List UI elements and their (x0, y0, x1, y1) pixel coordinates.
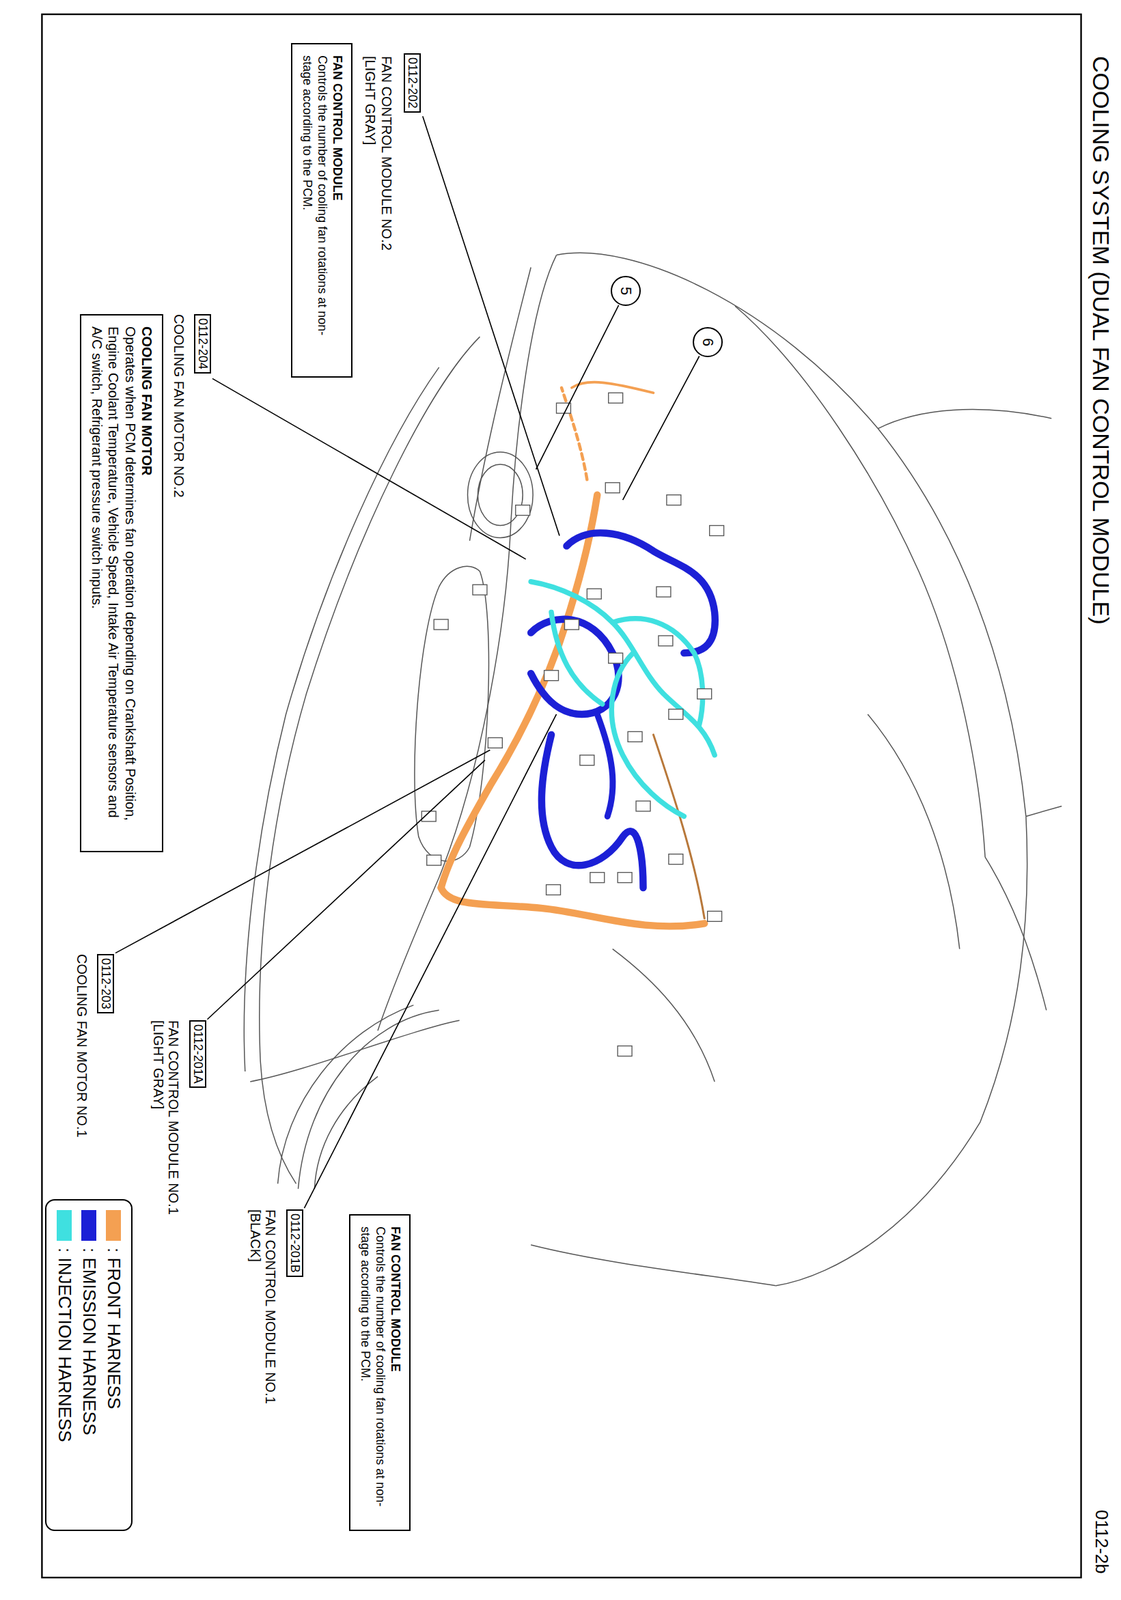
part-id: 0112-201A (190, 1024, 205, 1085)
part-id: 0112-201B (287, 1213, 302, 1274)
page-number: 0112-2b (1091, 1510, 1112, 1575)
part-name: COOLING FAN MOTOR NO.1 (74, 954, 90, 1139)
part-id: 0112-203 (98, 958, 113, 1010)
car-outline (243, 252, 1062, 1286)
description-box: FAN CONTROL MODULEControls the number of… (349, 1214, 411, 1532)
legend-row: : INJECTION HARNESS (51, 1210, 77, 1521)
legend-box: : FRONT HARNESS: EMISSION HARNESS: INJEC… (45, 1199, 133, 1532)
connector-color: [BLACK] (247, 1209, 264, 1263)
part-id-box: 0112-201B (286, 1209, 304, 1278)
part-id: 0112-204 (195, 318, 210, 370)
leader-lines (115, 116, 700, 1209)
box-heading: COOLING FAN MOTOR (138, 326, 156, 841)
box-body: Operates when PCM determines fan operati… (88, 326, 138, 841)
connector-color: [LIGHT GRAY] (150, 1020, 166, 1110)
callout-circle: 5 (610, 275, 641, 307)
part-name: FAN CONTROL MODULE NO.1 (263, 1209, 279, 1405)
part-id-box: 0112-204 (194, 314, 212, 374)
page-frame (41, 14, 1081, 1579)
part-id-box: 0112-201A (189, 1020, 207, 1089)
legend-row: : FRONT HARNESS (101, 1210, 126, 1521)
legend-text: : EMISSION HARNESS (78, 1248, 100, 1436)
page-title: COOLING SYSTEM (DUAL FAN CONTROL MODULE) (1087, 56, 1115, 625)
part-id: 0112-202 (405, 57, 420, 109)
part-id-box: 0112-203 (97, 954, 115, 1014)
legend-swatch (105, 1210, 121, 1242)
box-heading: FAN CONTROL MODULE (329, 55, 345, 366)
part-id-box: 0112-202 (403, 53, 421, 113)
callout-number: 6 (698, 338, 717, 347)
part-name: COOLING FAN MOTOR NO.2 (171, 314, 187, 498)
legend-swatch (56, 1210, 72, 1242)
legend-text: : FRONT HARNESS (103, 1248, 124, 1410)
part-name: FAN CONTROL MODULE NO.2 (379, 56, 395, 251)
legend-swatch (81, 1210, 97, 1242)
harness-connectors (421, 392, 724, 1057)
description-box: FAN CONTROL MODULEControls the number of… (291, 43, 353, 378)
harnesses (441, 382, 716, 927)
connector-color: [LIGHT GRAY] (362, 56, 378, 145)
callout-circle: 6 (692, 327, 723, 358)
callout-number: 5 (616, 286, 635, 296)
description-box: COOLING FAN MOTOROperates when PCM deter… (79, 314, 164, 853)
part-name: FAN CONTROL MODULE NO.1 (165, 1020, 182, 1216)
legend-text: : INJECTION HARNESS (53, 1248, 75, 1443)
legend-row: : EMISSION HARNESS (76, 1210, 102, 1521)
box-heading: FAN CONTROL MODULE (387, 1226, 403, 1520)
box-body: Controls the number of cooling fan rotat… (357, 1226, 388, 1520)
box-body: Controls the number of cooling fan rotat… (299, 55, 330, 366)
